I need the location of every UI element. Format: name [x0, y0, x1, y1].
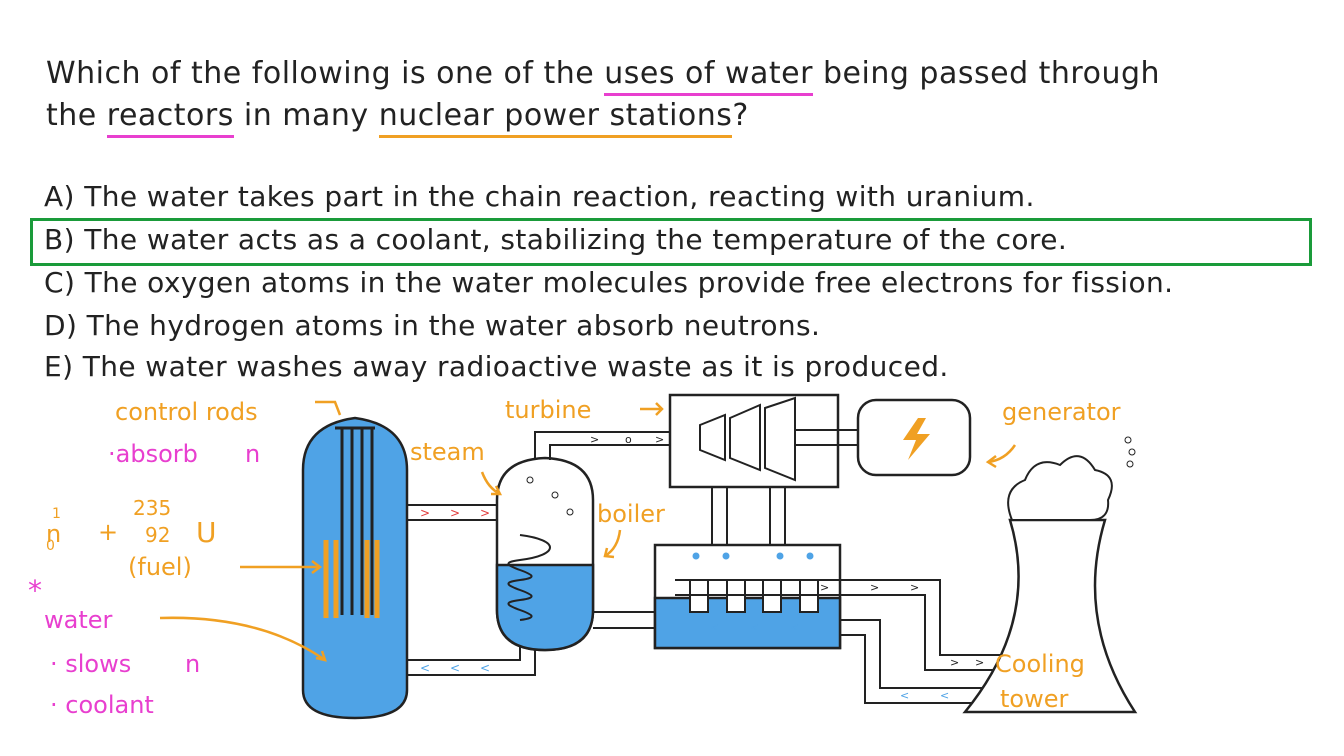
flow-arrows: < < <	[420, 661, 490, 675]
question-text: in many	[233, 98, 379, 133]
option-text: The hydrogen atoms in the water absorb n…	[86, 309, 821, 342]
uranium-mass: 235	[133, 496, 171, 520]
option-letter: D)	[44, 309, 78, 342]
correct-answer-box	[30, 218, 1312, 266]
label-generator: generator	[1002, 398, 1121, 426]
highlight-nuclear-power-stations: nuclear power stations	[378, 98, 733, 138]
svg-text:<: <	[940, 689, 949, 702]
svg-text:>: >	[975, 656, 984, 669]
option-text: The oxygen atoms in the water molecules …	[84, 266, 1174, 299]
plus-sign: +	[98, 518, 118, 546]
neutron-symbol: n	[185, 650, 200, 678]
label-control-rods: control rods	[115, 398, 258, 426]
svg-text:<: <	[750, 621, 759, 634]
question-text: ?	[732, 98, 749, 133]
svg-text:>: >	[655, 433, 664, 446]
label-steam: steam	[410, 438, 485, 466]
label-absorb: ·absorb	[108, 440, 198, 468]
annotation-arrows	[159, 400, 1017, 662]
question-text: Which of the following is one of the	[46, 56, 605, 91]
neutron-symbol: n	[46, 520, 61, 548]
label-boiler: boiler	[597, 500, 665, 528]
uranium-number: 92	[145, 523, 170, 547]
label-cooling: Cooling	[995, 650, 1085, 678]
question-line-1: Which of the following is one of the use…	[46, 56, 1161, 96]
option-text: The water takes part in the chain reacti…	[84, 180, 1035, 213]
option-letter: A)	[44, 180, 75, 213]
question-text: the	[46, 98, 107, 133]
uranium-symbol: U	[196, 516, 217, 549]
svg-text:<: <	[710, 621, 719, 634]
control-rods	[335, 426, 375, 615]
option-b[interactable]: B) The water acts as a coolant, stabiliz…	[44, 223, 1067, 256]
option-c[interactable]: C) The oxygen atoms in the water molecul…	[44, 266, 1173, 299]
neutron-symbol: n	[245, 440, 260, 468]
lightning-icon	[903, 418, 930, 460]
flow-arrows: > > >	[420, 506, 490, 520]
svg-text:<: <	[420, 661, 430, 675]
option-text: The water acts as a coolant, stabilizing…	[84, 223, 1068, 256]
exhaust-pipe	[711, 487, 786, 545]
svg-text:<: <	[480, 661, 490, 675]
option-letter: E)	[44, 350, 74, 383]
label-water: water	[44, 606, 113, 634]
svg-text:<: <	[450, 661, 460, 675]
svg-text:>: >	[820, 581, 829, 594]
highlight-uses-of-water: uses of water	[604, 56, 813, 96]
option-e[interactable]: E) The water washes away radioactive was…	[44, 350, 949, 383]
option-letter: C)	[44, 266, 76, 299]
neutron-superscript: 1	[52, 506, 61, 522]
flow-arrows: < < < < <	[710, 621, 949, 702]
svg-text:>: >	[480, 506, 490, 520]
option-text: The water washes away radioactive waste …	[82, 350, 949, 383]
option-d[interactable]: D) The hydrogen atoms in the water absor…	[44, 309, 820, 342]
label-slows: · slows	[50, 650, 131, 678]
reactor-vessel	[301, 416, 409, 720]
asterisk: *	[28, 574, 42, 607]
fuel-rods	[323, 540, 380, 618]
svg-text:>: >	[870, 581, 879, 594]
cooling-tower	[962, 436, 1138, 714]
svg-text:o: o	[625, 433, 632, 446]
svg-text:>: >	[910, 581, 919, 594]
svg-text:<: <	[790, 621, 799, 634]
generator	[856, 398, 972, 477]
label-tower: tower	[1000, 685, 1068, 713]
svg-text:>: >	[420, 506, 430, 520]
svg-text:>: >	[450, 506, 460, 520]
flow-arrows: > > > > >	[820, 581, 984, 669]
neutron-subscript: 0	[46, 538, 55, 554]
option-a[interactable]: A) The water takes part in the chain rea…	[44, 180, 1035, 213]
return-pipe	[593, 611, 655, 629]
svg-text:>: >	[590, 433, 599, 446]
highlight-reactors: reactors	[106, 98, 234, 138]
svg-text:<: <	[900, 689, 909, 702]
flow-arrows: > o >	[590, 433, 664, 446]
steam-pipe	[534, 431, 700, 460]
option-letter: B)	[44, 223, 75, 256]
label-turbine: turbine	[505, 396, 591, 424]
question-line-2: the reactors in many nuclear power stati…	[46, 98, 749, 138]
cooling-pipe	[675, 579, 1000, 704]
turbine	[668, 393, 860, 489]
label-coolant: · coolant	[50, 691, 154, 719]
question-text: being passed through	[812, 56, 1161, 91]
condenser	[653, 543, 842, 650]
label-fuel: (fuel)	[128, 553, 192, 581]
svg-text:>: >	[950, 656, 959, 669]
boiler	[495, 456, 595, 652]
